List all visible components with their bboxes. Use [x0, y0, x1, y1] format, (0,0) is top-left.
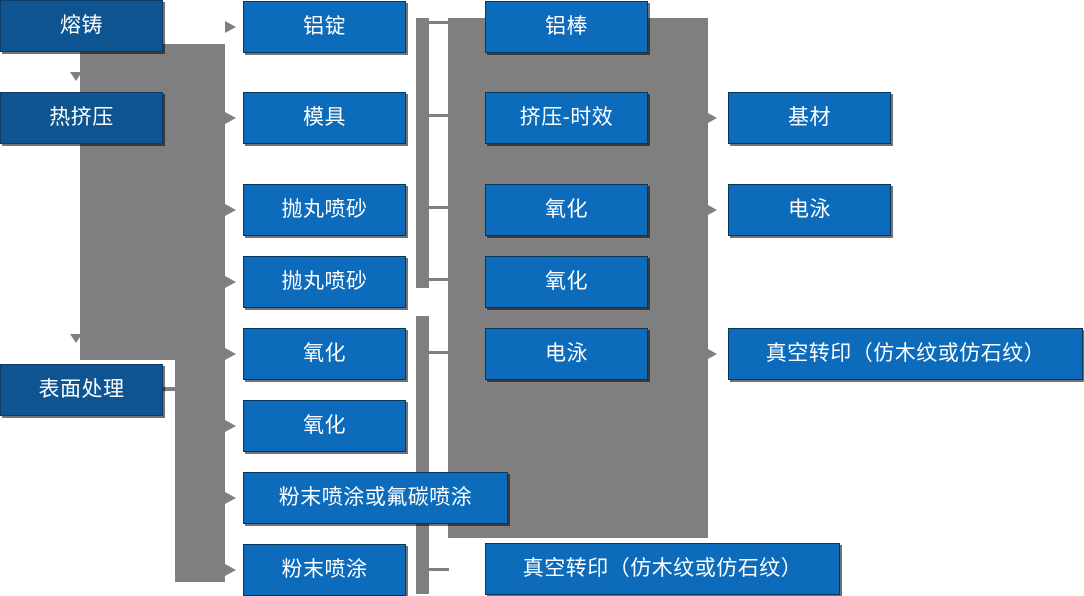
connector-arrow-to-electrophoresis-output	[708, 205, 717, 215]
process-powder-coating-label: 粉末喷涂	[281, 558, 368, 582]
connector-surface-treatment-stub	[163, 387, 177, 391]
connector-arrow-to-powder-coating	[225, 564, 236, 576]
treatment-oxidation-2-label: 氧化	[545, 270, 588, 294]
process-powder-coating[interactable]: 粉末喷涂	[243, 544, 406, 596]
connector-arrow-to-vacuum-transfer-output	[708, 349, 717, 359]
treatment-oxidation-1[interactable]: 氧化	[485, 184, 648, 236]
treatment-oxidation-2[interactable]: 氧化	[485, 256, 648, 308]
process-oxidation-1[interactable]: 氧化	[243, 328, 406, 380]
treatment-extrusion-aging[interactable]: 挤压-时效	[485, 92, 648, 144]
treatment-vacuum-transfer[interactable]: 真空转印（仿木纹或仿石纹）	[485, 543, 840, 595]
process-mold[interactable]: 模具	[243, 92, 406, 144]
process-mold-label: 模具	[303, 106, 346, 130]
output-electrophoresis-label: 电泳	[788, 198, 831, 222]
process-shot-blasting-1-label: 抛丸喷砂	[281, 198, 368, 222]
connector-arrow-to-base-material	[708, 113, 717, 123]
stage-hot-extrusion-label: 热挤压	[49, 106, 114, 130]
process-shot-blasting-1[interactable]: 抛丸喷砂	[243, 184, 406, 236]
process-oxidation-1-label: 氧化	[303, 342, 346, 366]
connector-left-trunk-lower	[175, 360, 225, 582]
treatment-vacuum-transfer-label: 真空转印（仿木纹或仿石纹）	[522, 557, 803, 581]
connector-tick-6	[429, 568, 449, 571]
connector-tick-2	[429, 114, 449, 117]
connector-tick-3	[429, 206, 449, 209]
treatment-extrusion-aging-label: 挤压-时效	[519, 106, 614, 130]
stage-surface-treatment[interactable]: 表面处理	[0, 364, 163, 416]
process-shot-blasting-2-label: 抛丸喷砂	[281, 270, 368, 294]
connector-arrow-to-oxidation-1	[225, 348, 236, 360]
treatment-aluminum-bar[interactable]: 铝棒	[485, 1, 648, 53]
connector-arrow-to-aluminum-ingot	[225, 21, 236, 33]
output-electrophoresis[interactable]: 电泳	[728, 184, 891, 236]
treatment-electrophoresis[interactable]: 电泳	[485, 328, 648, 380]
connector-arrow-down-hot-extrusion	[70, 334, 82, 343]
connector-arrow-to-mold	[225, 112, 236, 124]
connector-middle-bar-upper	[416, 18, 429, 288]
process-powder-or-fluorocarbon-label: 粉末喷涂或氟碳喷涂	[278, 486, 473, 510]
process-aluminum-ingot[interactable]: 铝锭	[243, 1, 406, 53]
connector-tick-1	[429, 21, 449, 24]
stage-melt-cast-label: 熔铸	[60, 14, 103, 38]
output-base-material-label: 基材	[788, 106, 831, 130]
process-aluminum-ingot-label: 铝锭	[303, 15, 346, 39]
process-oxidation-2[interactable]: 氧化	[243, 400, 406, 452]
process-shot-blasting-2[interactable]: 抛丸喷砂	[243, 256, 406, 308]
connector-arrow-down-melt-cast	[70, 72, 82, 81]
connector-arrow-to-oxidation-2	[225, 420, 236, 432]
stage-melt-cast[interactable]: 熔铸	[0, 0, 163, 52]
treatment-aluminum-bar-label: 铝棒	[545, 15, 588, 39]
stage-hot-extrusion[interactable]: 热挤压	[0, 92, 163, 144]
connector-arrow-to-powder-or-fluorocarbon	[225, 492, 236, 504]
process-powder-or-fluorocarbon[interactable]: 粉末喷涂或氟碳喷涂	[243, 472, 508, 524]
output-base-material[interactable]: 基材	[728, 92, 891, 144]
connector-tick-4	[429, 278, 449, 281]
output-vacuum-transfer-label: 真空转印（仿木纹或仿石纹）	[765, 342, 1046, 366]
connector-tick-5	[429, 351, 449, 354]
connector-middle-bar-lower	[416, 316, 429, 594]
treatment-electrophoresis-label: 电泳	[545, 342, 588, 366]
output-vacuum-transfer[interactable]: 真空转印（仿木纹或仿石纹）	[728, 328, 1083, 380]
connector-arrow-to-shot-blasting-1	[225, 204, 236, 216]
process-oxidation-2-label: 氧化	[303, 414, 346, 438]
stage-surface-treatment-label: 表面处理	[38, 378, 125, 402]
connector-arrow-to-shot-blasting-2	[225, 276, 236, 288]
treatment-oxidation-1-label: 氧化	[545, 198, 588, 222]
